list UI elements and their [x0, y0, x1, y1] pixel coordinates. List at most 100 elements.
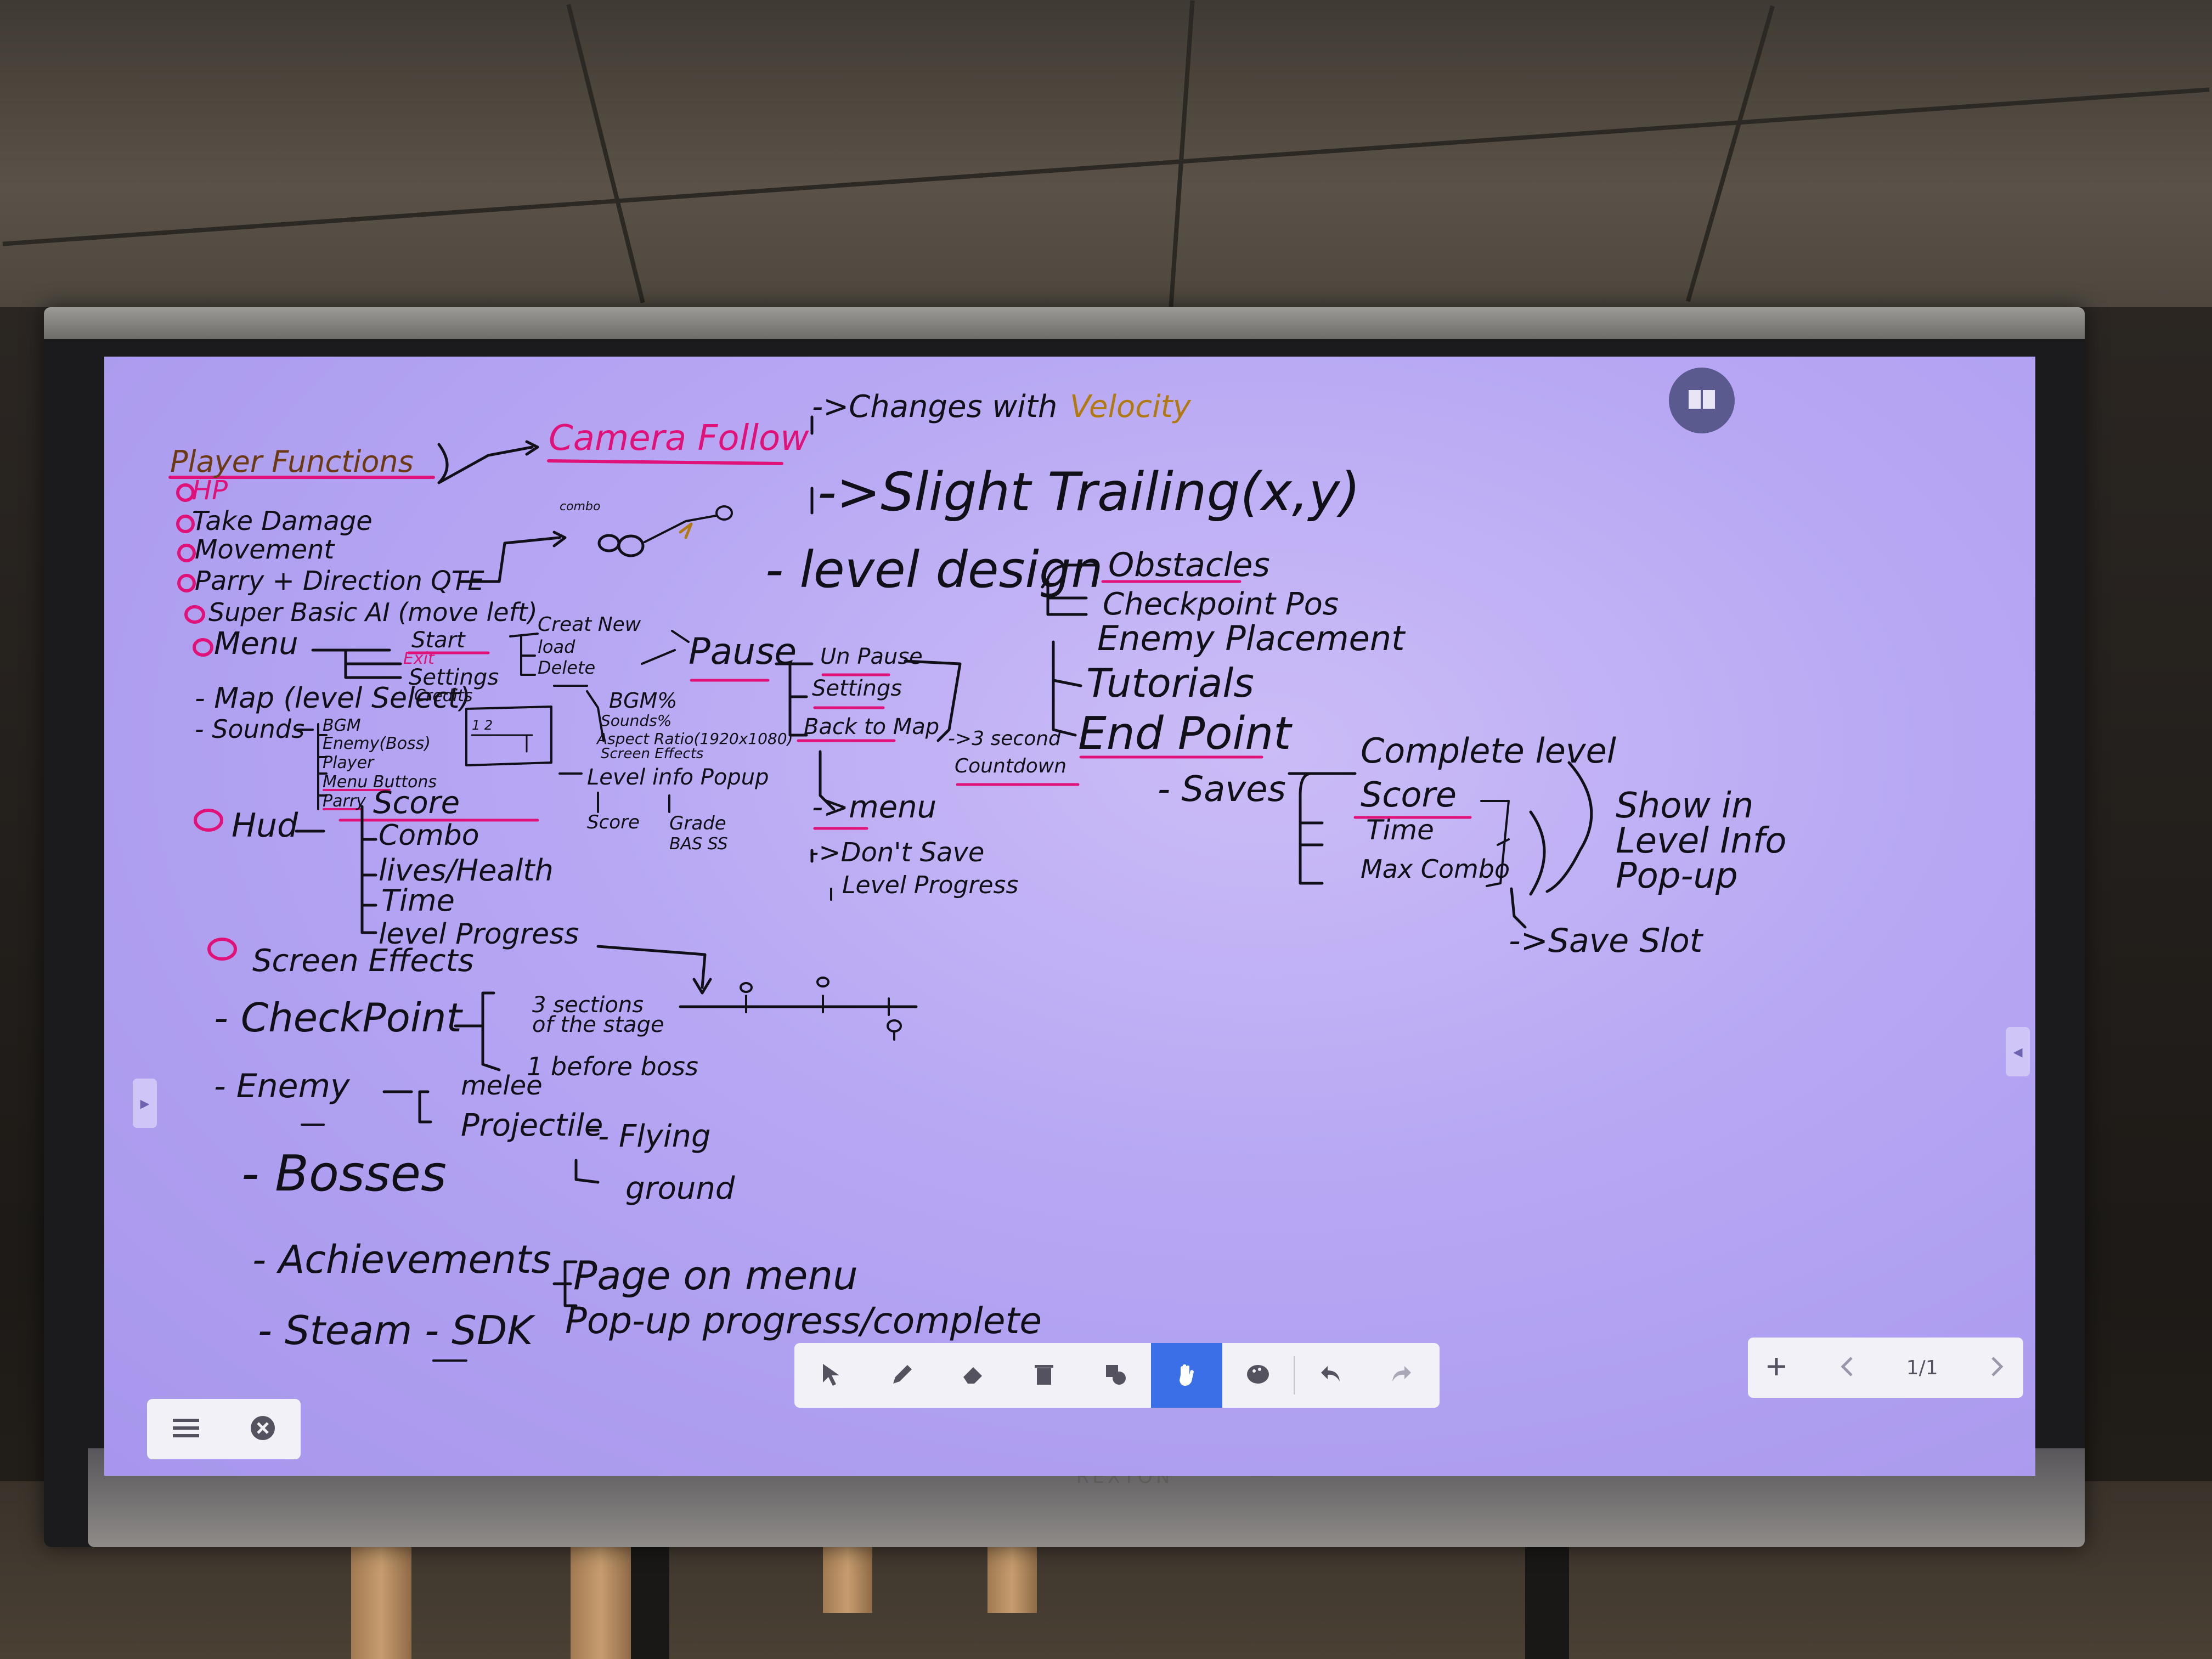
note-sounds: - Sounds	[195, 714, 304, 744]
redo-icon	[1388, 1361, 1415, 1390]
note-slight-trailing: ->Slight Trailing(x,y)	[817, 461, 1361, 523]
ink-stroke	[692, 978, 712, 995]
note-to-menu: ->menu	[812, 789, 936, 825]
add-page-icon[interactable]	[1764, 1355, 1788, 1381]
ink-stroke	[775, 662, 814, 737]
note-grade: Grade	[669, 812, 726, 834]
select-tool-button[interactable]	[794, 1343, 866, 1408]
ink-stroke	[1529, 810, 1546, 896]
undo-icon	[1317, 1361, 1344, 1390]
ink-stroke	[641, 630, 690, 665]
right-drawer-toggle[interactable]: ◂	[2006, 1027, 2030, 1076]
ink-stroke	[797, 673, 896, 742]
note-pause: Pause	[689, 630, 797, 673]
note-settings-2: Settings	[812, 676, 902, 701]
note-level-info-popup: Level info Popup	[587, 765, 769, 790]
note-three-second: ->3 second	[948, 727, 1062, 750]
note-settings: Settings	[409, 665, 499, 690]
ink-stroke	[459, 536, 561, 583]
note-end-point: End Point	[1078, 708, 1293, 760]
note-max-combo: Max Combo	[1361, 854, 1510, 884]
next-page-icon[interactable]	[1987, 1355, 2007, 1381]
ink-stroke	[471, 734, 533, 753]
ink-stroke	[887, 1019, 902, 1041]
note-before-boss: 1 before boss	[527, 1052, 698, 1081]
ink-stroke	[740, 982, 753, 993]
note-popup-progress: Pop-up progress/complete	[565, 1300, 1042, 1342]
ink-stroke	[323, 789, 391, 810]
stand-leg	[351, 1525, 411, 1659]
ink-stroke	[525, 440, 539, 456]
note-level-design: - level design	[765, 540, 1103, 599]
ink-stroke	[552, 1260, 578, 1307]
note-time-saves: Time	[1366, 814, 1434, 846]
note-load: load	[538, 636, 575, 657]
book-icon	[1685, 386, 1718, 415]
note-score-small: Score	[587, 811, 640, 833]
ink-stroke	[617, 534, 645, 557]
ink-stroke	[644, 515, 717, 543]
board-menu-button[interactable]	[1669, 368, 1735, 433]
palette-icon	[1244, 1361, 1272, 1390]
note-create-new: Creat New	[538, 613, 641, 636]
ink-stroke	[1510, 887, 1527, 929]
note-un-pause: Un Pause	[820, 644, 923, 669]
note-flying: - Flying	[598, 1119, 711, 1154]
ink-stroke	[1288, 772, 1357, 885]
ink-stroke	[1041, 563, 1099, 616]
note-combo-label: combo	[560, 500, 600, 514]
ink-stroke	[194, 809, 223, 832]
ink-stroke	[193, 638, 213, 657]
note-take-damage: Take Damage	[192, 506, 373, 537]
ink-stroke	[311, 648, 402, 679]
eraser-tool-button[interactable]	[937, 1343, 1008, 1408]
note-super-basic-ai: Super Basic AI (move left)	[208, 597, 538, 627]
ink-strokes	[168, 415, 1593, 1362]
note-complete-level: Complete level	[1361, 731, 1616, 771]
ink-stroke	[1052, 640, 1082, 737]
note-checkpoint-pos: Checkpoint Pos	[1103, 586, 1339, 622]
page-indicator: 1/1	[1906, 1356, 1938, 1379]
undo-tool-button[interactable]	[1295, 1343, 1366, 1408]
note-dont-save: ->Don't Save	[809, 837, 984, 868]
ink-stroke	[597, 534, 620, 552]
ink-stroke	[1480, 800, 1510, 887]
pen-icon	[888, 1361, 915, 1390]
ink-stroke	[184, 605, 205, 624]
eraser-icon	[959, 1361, 986, 1390]
note-score-saves: Score	[1361, 775, 1457, 815]
prev-page-icon[interactable]	[1837, 1355, 1857, 1381]
ink-stroke	[574, 1128, 600, 1184]
hamburger-menu-icon[interactable]	[171, 1415, 201, 1443]
note-countdown: Countdown	[955, 755, 1066, 777]
note-obstacles: Obstacles	[1108, 546, 1270, 584]
pen-tool-button[interactable]	[866, 1343, 937, 1408]
note-camera-follow: Camera Follow	[549, 418, 809, 459]
page-navigator: 1/1	[1748, 1338, 2023, 1398]
left-drawer-toggle[interactable]: ▸	[133, 1079, 157, 1128]
close-icon[interactable]	[249, 1414, 277, 1444]
note-map-nodes: 1 2	[472, 718, 493, 733]
stand-leg	[571, 1525, 631, 1659]
palette-tool-button[interactable]	[1222, 1343, 1294, 1408]
monitor-bezel-top	[44, 307, 2085, 339]
shapes-icon	[1102, 1361, 1129, 1390]
note-save-slot: ->Save Slot	[1509, 922, 1704, 960]
ink-stroke	[904, 659, 962, 742]
ink-stroke	[295, 805, 377, 934]
note-ground: ground	[625, 1171, 735, 1206]
ink-stroke	[437, 443, 534, 484]
note-tutorials: Tutorials	[1086, 660, 1254, 706]
shapes-tool-button[interactable]	[1080, 1343, 1151, 1408]
hand-icon	[1173, 1361, 1200, 1390]
delete-tool-button[interactable]	[1008, 1343, 1080, 1408]
note-back-to-map: Back to Map	[804, 714, 939, 740]
hand-tool-button[interactable]	[1151, 1343, 1222, 1408]
ink-stroke	[819, 750, 836, 811]
redo-tool-button[interactable]	[1366, 1343, 1437, 1408]
note-sounds-percent: Sounds%	[601, 712, 672, 730]
ink-stroke	[552, 531, 567, 548]
